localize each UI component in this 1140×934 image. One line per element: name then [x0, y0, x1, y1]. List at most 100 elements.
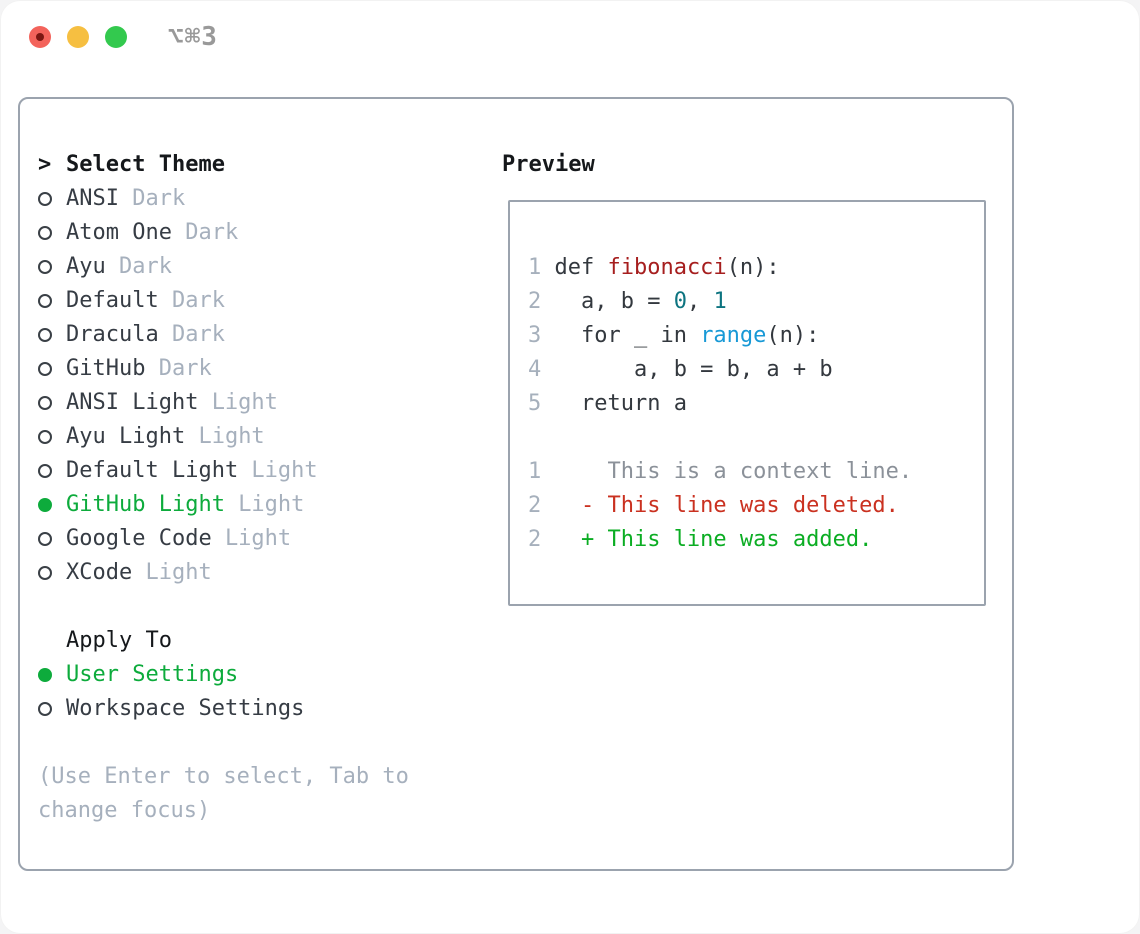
radio-unselected-icon	[38, 702, 52, 716]
radio-icon	[38, 294, 66, 308]
radio-unselected-icon	[38, 226, 52, 240]
radio-selected-icon	[38, 668, 52, 682]
theme-option-github-light[interactable]: GitHub Light Light	[38, 488, 478, 522]
code-line: 1 This is a context line.	[528, 455, 984, 489]
radio-icon	[38, 260, 66, 274]
code-line: 2 - This line was deleted.	[528, 489, 984, 523]
prompt-icon: >	[38, 152, 52, 177]
code-segment-deleted: - This line was deleted.	[554, 493, 899, 518]
radio-selected-icon	[38, 498, 52, 512]
theme-option-google-code[interactable]: Google Code Light	[38, 522, 478, 556]
blank-line	[528, 421, 984, 455]
theme-variant-label: Dark	[158, 356, 212, 381]
radio-unselected-icon	[38, 328, 52, 342]
line-number: 3	[528, 323, 542, 348]
radio-unselected-icon	[38, 464, 52, 478]
spacer	[38, 590, 478, 624]
theme-option-name: GitHub Light	[66, 492, 225, 517]
line-number: 4	[528, 357, 542, 382]
radio-icon	[38, 464, 66, 478]
theme-variant-label: Dark	[132, 186, 186, 211]
code-segment-default: def	[554, 255, 608, 280]
radio-icon	[38, 498, 66, 512]
theme-option-ansi-light[interactable]: ANSI Light Light	[38, 386, 478, 420]
preview-label: Preview	[502, 152, 595, 177]
apply-option-name: Workspace Settings	[66, 696, 305, 721]
radio-icon	[38, 566, 66, 580]
code-segment-function: fibonacci	[607, 255, 727, 280]
apply-to-header: Apply To	[38, 624, 478, 658]
apply-option-user-settings[interactable]: User Settings	[38, 658, 478, 692]
theme-option-name: Google Code	[66, 526, 212, 551]
line-number: 2	[528, 527, 542, 552]
line-number: 1	[528, 459, 542, 484]
theme-option-name: Default Light	[66, 458, 239, 483]
code-segment-number: 0	[673, 289, 687, 314]
radio-icon	[38, 702, 66, 716]
radio-icon	[38, 362, 66, 376]
theme-variant-label: Dark	[171, 288, 225, 313]
apply-option-workspace-settings[interactable]: Workspace Settings	[38, 692, 478, 726]
code-segment-default: a, b = b, a + b	[554, 357, 833, 382]
radio-unselected-icon	[38, 294, 52, 308]
theme-variant-label: Light	[251, 458, 318, 483]
code-line: 4 a, b = b, a + b	[528, 353, 984, 387]
select-theme-label: Select Theme	[66, 152, 225, 177]
radio-unselected-icon	[38, 396, 52, 410]
code-segment-default: (n):	[726, 255, 780, 280]
radio-unselected-icon	[38, 192, 52, 206]
theme-variant-label: Light	[211, 390, 278, 415]
theme-option-name: Ayu	[66, 254, 106, 279]
zoom-button[interactable]	[105, 26, 127, 48]
line-number: 2	[528, 289, 542, 314]
theme-option-github[interactable]: GitHub Dark	[38, 352, 478, 386]
select-theme-header: > Select Theme	[38, 148, 478, 182]
theme-option-name: Ayu Light	[66, 424, 186, 449]
code-segment-builtin: range	[700, 323, 767, 348]
minimize-button[interactable]	[67, 26, 89, 48]
theme-option-name: XCode	[66, 560, 133, 585]
theme-option-name: Dracula	[66, 322, 159, 347]
window-title: ⌥⌘3	[168, 22, 218, 52]
code-line: 5 return a	[528, 387, 984, 421]
apply-to-label: Apply To	[66, 628, 172, 653]
theme-option-atom-one[interactable]: Atom One Dark	[38, 216, 478, 250]
theme-option-default[interactable]: Default Dark	[38, 284, 478, 318]
code-segment-default: ,	[686, 289, 714, 314]
theme-variant-label: Dark	[185, 220, 239, 245]
code-segment-default: for _ in	[554, 323, 701, 348]
close-button[interactable]	[29, 26, 51, 48]
line-number: 1	[528, 255, 542, 280]
radio-unselected-icon	[38, 260, 52, 274]
radio-unselected-icon	[38, 430, 52, 444]
traffic-lights	[29, 26, 127, 48]
radio-unselected-icon	[38, 362, 52, 376]
code-segment-default: (n):	[766, 323, 820, 348]
code-segment-added: + This line was added.	[554, 527, 873, 552]
line-number: 5	[528, 391, 542, 416]
theme-variant-label: Light	[145, 560, 212, 585]
theme-option-name: Default	[66, 288, 159, 313]
code-line: 2 a, b = 0, 1	[528, 285, 984, 319]
theme-option-name: ANSI Light	[66, 390, 199, 415]
help-text: (Use Enter to select, Tab to change focu…	[38, 764, 409, 823]
theme-option-name: Atom One	[66, 220, 172, 245]
line-number: 2	[528, 493, 542, 518]
radio-icon	[38, 328, 66, 342]
theme-option-name: GitHub	[66, 356, 146, 381]
theme-variant-label: Light	[238, 492, 305, 517]
theme-variant-label: Light	[224, 526, 292, 551]
code-line: 1 def fibonacci(n):	[528, 251, 984, 285]
radio-icon	[38, 532, 66, 546]
theme-option-default-light[interactable]: Default Light Light	[38, 454, 478, 488]
theme-option-xcode[interactable]: XCode Light	[38, 556, 478, 590]
